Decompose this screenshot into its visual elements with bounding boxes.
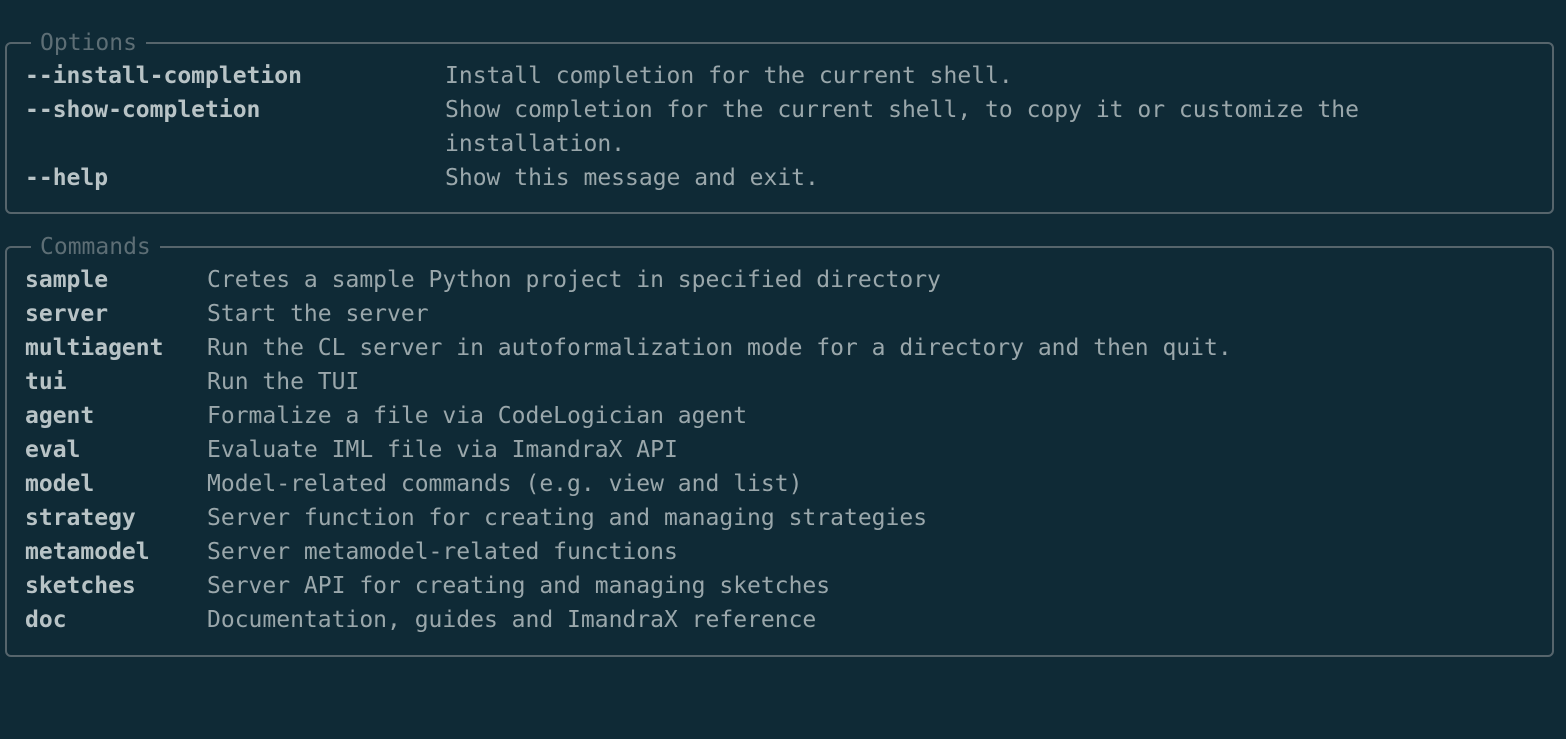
command-name: doc (25, 607, 67, 633)
command-description: Evaluate IML file via ImandraX API (207, 437, 678, 463)
command-row-model: model Model-related commands (e.g. view … (25, 467, 802, 501)
option-description: Show this message and exit. (445, 165, 819, 191)
command-row-sample: sample Cretes a sample Python project in… (25, 263, 941, 297)
command-row-metamodel: metamodel Server metamodel-related funct… (25, 535, 678, 569)
command-description: Formalize a file via CodeLogician agent (207, 403, 748, 429)
option-row-install-completion: --install-completion Install completion … (25, 59, 1013, 93)
command-row-server: server Start the server (25, 297, 429, 331)
command-name: agent (25, 403, 95, 429)
command-row-agent: agent Formalize a file via CodeLogician … (25, 399, 747, 433)
options-panel-title: Options (31, 27, 146, 59)
command-row-tui: tui Run the TUI (25, 365, 359, 399)
command-name: model (25, 471, 95, 497)
commands-panel: Commands sample Cretes a sample Python p… (5, 231, 1554, 657)
option-row-show-completion: --show-completion Show completion for th… (25, 93, 1359, 127)
option-row-show-completion-continued: installation. (25, 127, 625, 161)
options-panel: Options --install-completion Install com… (5, 27, 1554, 214)
command-description: Server function for creating and managin… (207, 505, 928, 531)
option-description-continued: installation. (445, 131, 626, 157)
command-description: Cretes a sample Python project in specif… (207, 267, 941, 293)
command-description: Run the TUI (207, 369, 360, 395)
command-name: sample (25, 267, 109, 293)
command-description: Model-related commands (e.g. view and li… (207, 471, 803, 497)
option-name: --install-completion (25, 63, 302, 89)
command-name: server (25, 301, 109, 327)
command-name: tui (25, 369, 67, 395)
command-description: Documentation, guides and ImandraX refer… (207, 607, 817, 633)
command-row-sketches: sketches Server API for creating and man… (25, 569, 830, 603)
command-row-strategy: strategy Server function for creating an… (25, 501, 927, 535)
command-name: strategy (25, 505, 136, 531)
command-row-multiagent: multiagent Run the CL server in autoform… (25, 331, 1232, 365)
command-description: Server API for creating and managing ske… (207, 573, 831, 599)
option-description: Install completion for the current shell… (445, 63, 1013, 89)
command-name: multiagent (25, 335, 164, 361)
option-row-help: --help Show this message and exit. (25, 161, 819, 195)
command-row-eval: eval Evaluate IML file via ImandraX API (25, 433, 678, 467)
command-row-doc: doc Documentation, guides and ImandraX r… (25, 603, 816, 637)
command-description: Start the server (207, 301, 429, 327)
command-name: metamodel (25, 539, 150, 565)
option-name: --show-completion (25, 97, 261, 123)
command-name: sketches (25, 573, 136, 599)
command-name: eval (25, 437, 81, 463)
command-description: Run the CL server in autoformalization m… (207, 335, 1232, 361)
command-description: Server metamodel-related functions (207, 539, 678, 565)
commands-panel-title: Commands (31, 231, 160, 263)
option-description: Show completion for the current shell, t… (445, 97, 1359, 123)
option-name: --help (25, 165, 109, 191)
